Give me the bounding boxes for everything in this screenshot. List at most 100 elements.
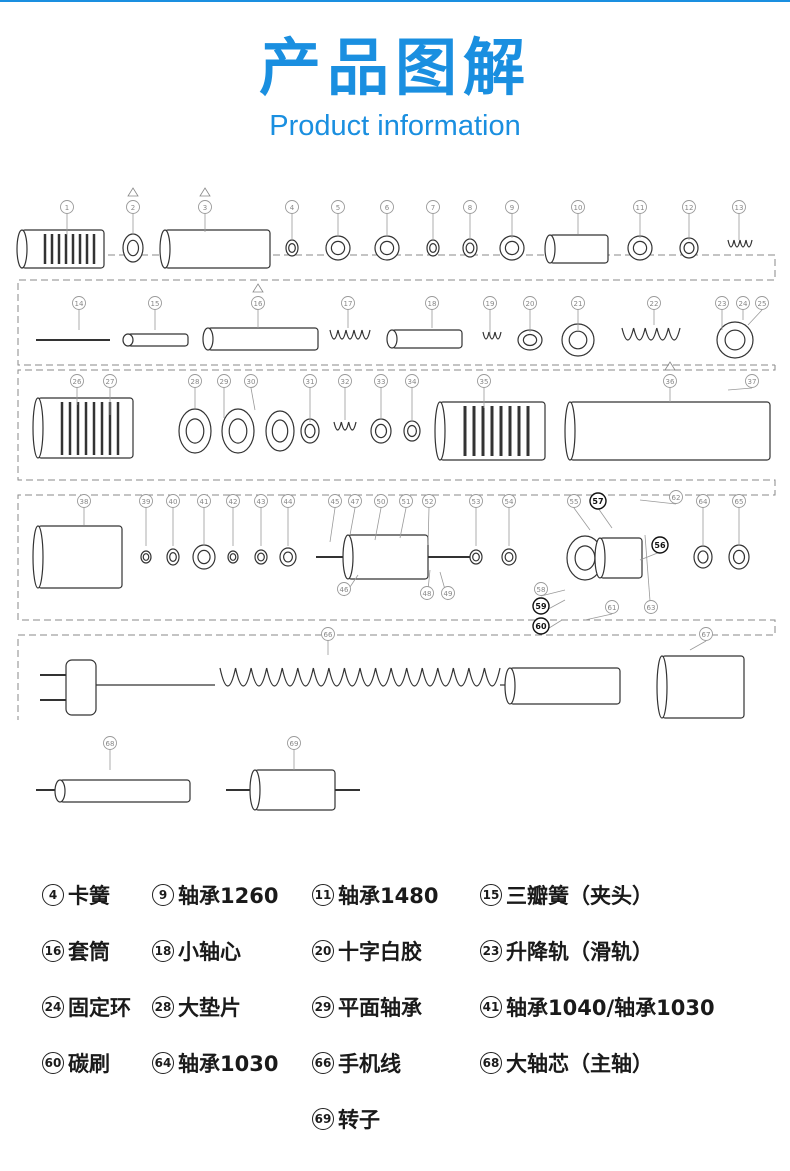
callout-number: 47 — [351, 498, 360, 506]
legend-number: 11 — [312, 884, 334, 906]
callout-circle — [148, 296, 162, 310]
callout-circle — [126, 200, 140, 214]
part-15 — [122, 333, 134, 347]
part-56 — [594, 537, 606, 579]
legend-label: 手机线 — [338, 1052, 401, 1076]
callout-circle — [399, 494, 413, 508]
callout-circle — [60, 200, 74, 214]
callout-number: 63 — [647, 604, 656, 612]
part-21 — [568, 330, 588, 350]
warning-icon — [199, 187, 211, 197]
legend-number: 68 — [480, 1052, 502, 1074]
callout-number: 37 — [748, 378, 757, 386]
legend-label: 小轴心 — [178, 940, 241, 964]
callout-leader — [349, 507, 356, 536]
callout-circle — [338, 374, 352, 388]
legend-label: 套筒 — [68, 940, 110, 964]
callout-number: 65 — [735, 498, 744, 506]
callout-circle — [281, 494, 295, 508]
callout-leader — [689, 640, 707, 651]
callout-circle — [420, 586, 434, 600]
top-accent-line — [0, 0, 790, 2]
callout-circle — [663, 374, 677, 388]
warning-icon — [127, 187, 139, 197]
callout-circle — [285, 200, 299, 214]
part-13 — [727, 239, 753, 248]
callout-circle — [523, 296, 537, 310]
part-17 — [329, 329, 371, 340]
callout-circle — [463, 200, 477, 214]
part-55 — [574, 545, 596, 571]
callout-circle — [755, 296, 769, 310]
callout-number: 4 — [290, 204, 295, 212]
part-53 — [472, 552, 480, 562]
legend-label: 卡簧 — [68, 884, 110, 908]
callout-circle — [745, 374, 759, 388]
part-12 — [683, 241, 695, 255]
callout-number: 59 — [535, 602, 547, 611]
callout-circle — [732, 494, 746, 508]
legend-number: 28 — [152, 996, 174, 1018]
callout-circle — [469, 494, 483, 508]
callout-number: 49 — [444, 590, 453, 598]
part-41 — [197, 549, 211, 565]
part-65 — [732, 549, 746, 565]
callout-circle — [534, 582, 548, 596]
callout-number: 46 — [340, 586, 349, 594]
part-54 — [504, 552, 514, 563]
callout-number: 60 — [535, 622, 547, 631]
callout-number: 43 — [257, 498, 266, 506]
callout-number: 52 — [425, 498, 434, 506]
callout-number: 50 — [377, 498, 386, 506]
callout-circle — [348, 494, 362, 508]
part-18 — [391, 329, 463, 349]
part-19 — [482, 331, 502, 340]
callout-number: 66 — [324, 631, 333, 639]
callout-leader — [329, 507, 336, 543]
callout-leader — [747, 309, 763, 326]
legend-number: 15 — [480, 884, 502, 906]
callout-number: 40 — [169, 498, 178, 506]
callout-circle — [477, 374, 491, 388]
legend-label: 大轴芯（主轴） — [506, 1052, 653, 1076]
callout-leader — [639, 499, 677, 505]
callout-number: 9 — [510, 204, 514, 212]
callout-circle — [425, 296, 439, 310]
warning-icon — [664, 361, 676, 371]
callout-circle — [405, 374, 419, 388]
callout-number: 45 — [331, 498, 340, 506]
legend-label: 碳刷 — [68, 1052, 110, 1076]
callout-number: 15 — [151, 300, 160, 308]
callout-circle — [589, 492, 607, 510]
callout-circle — [505, 200, 519, 214]
callout-circle — [605, 600, 619, 614]
callout-number: 35 — [480, 378, 489, 386]
part-11 — [632, 240, 648, 256]
callout-circle — [696, 494, 710, 508]
callout-circle — [103, 374, 117, 388]
part-67 — [661, 655, 745, 719]
legend-number: 16 — [42, 940, 64, 962]
callout-circle — [715, 296, 729, 310]
page-title: 产品图解 — [258, 31, 531, 104]
part-67 — [656, 655, 668, 719]
callout-circle — [483, 296, 497, 310]
callout-circle — [328, 494, 342, 508]
part-42 — [229, 553, 237, 561]
part-20 — [522, 333, 538, 347]
callout-circle — [644, 600, 658, 614]
callout-circle — [422, 494, 436, 508]
part-39 — [142, 553, 150, 561]
callout-number: 62 — [672, 494, 681, 502]
callout-circle — [736, 296, 750, 310]
legend-label: 十字白胶 — [338, 940, 422, 964]
legend-number: 66 — [312, 1052, 334, 1074]
collet-nut — [16, 229, 28, 269]
warning-icon — [252, 283, 264, 293]
callout-circle — [337, 582, 351, 596]
callout-number: 28 — [191, 378, 200, 386]
